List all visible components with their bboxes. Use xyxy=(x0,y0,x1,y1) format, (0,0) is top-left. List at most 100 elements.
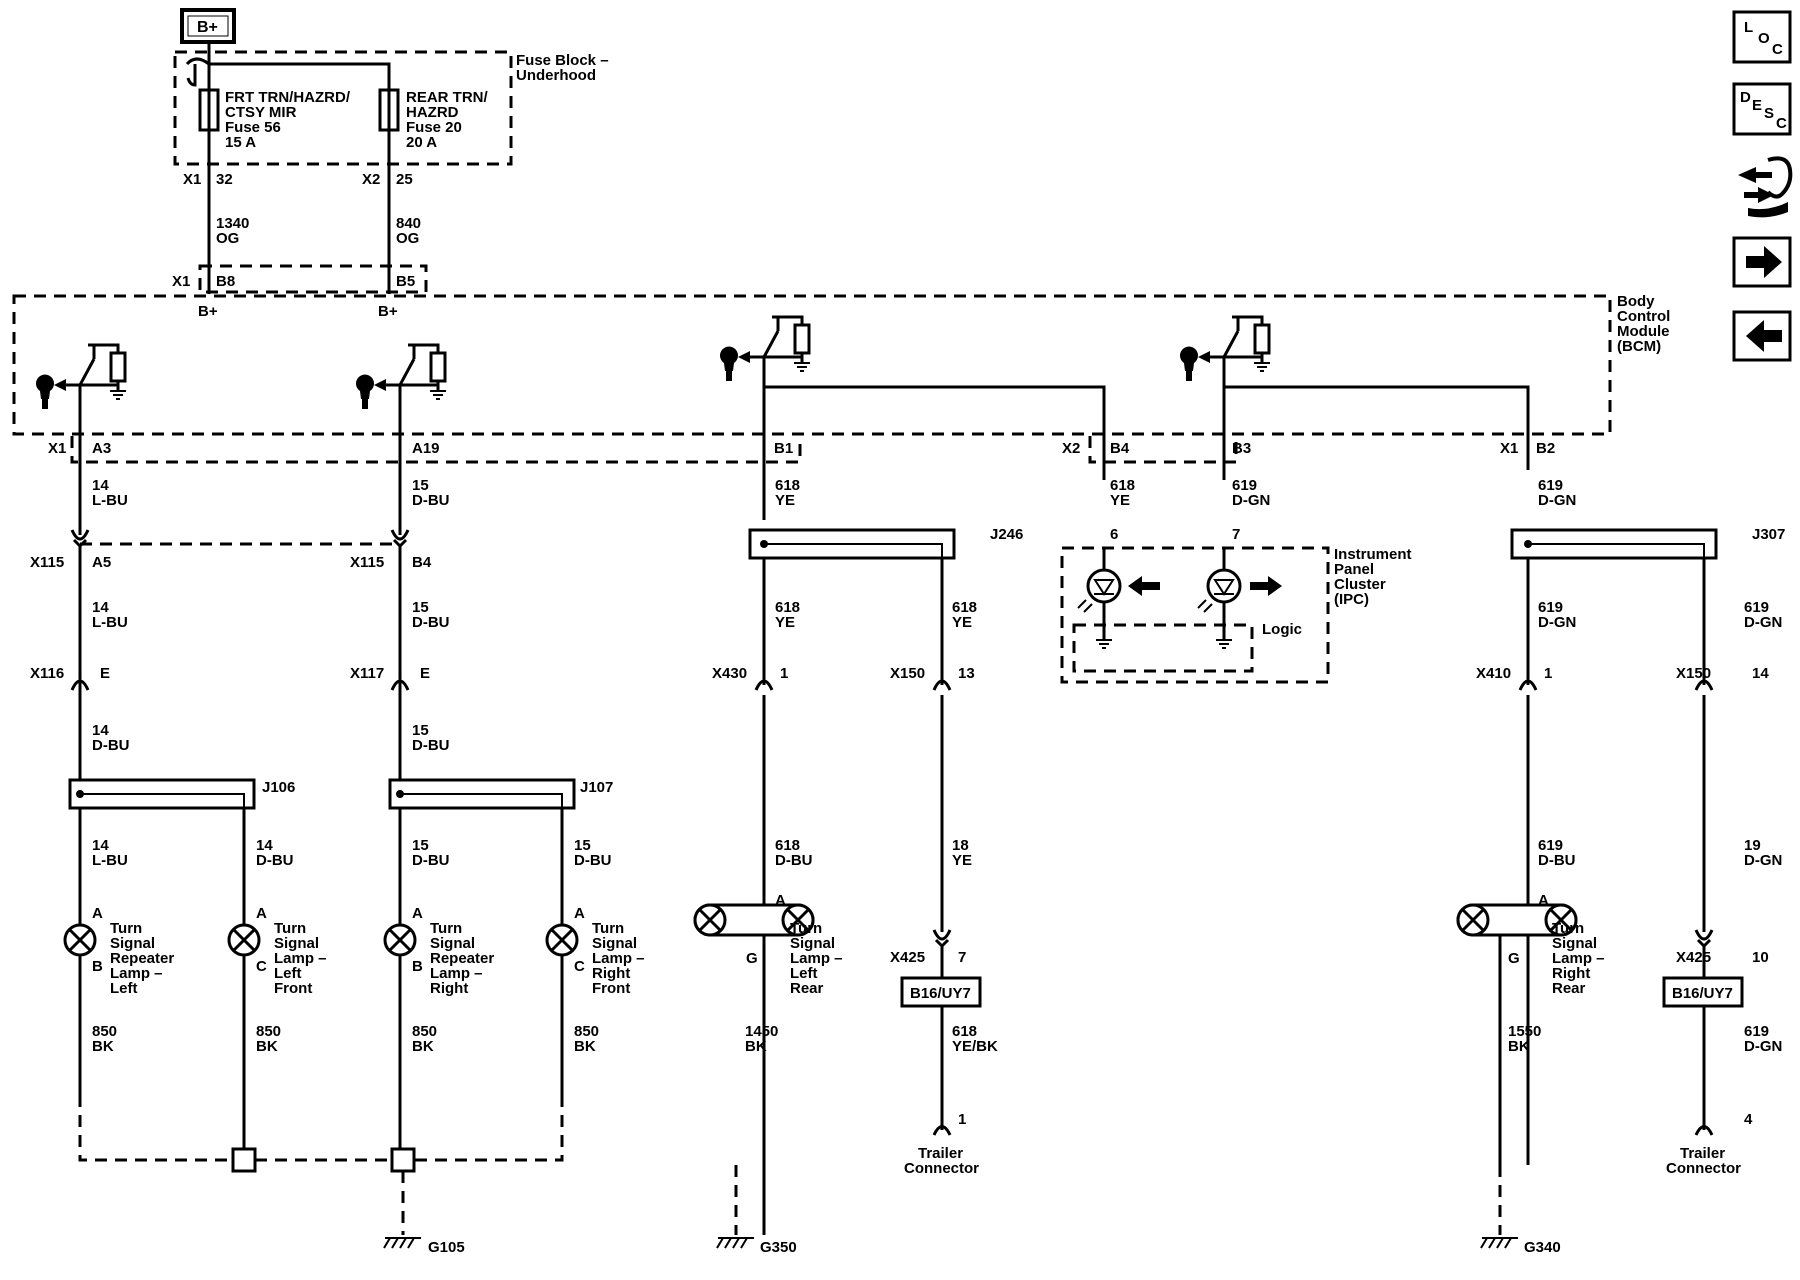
wire-label: 850 xyxy=(412,1023,437,1040)
bcm-conn-x1-right: X1 xyxy=(1500,440,1518,457)
connector-view-icon[interactable] xyxy=(1738,156,1793,218)
wire-label: D-GN xyxy=(1538,614,1576,631)
wire-label: 619 xyxy=(1744,599,1769,616)
loc-letter: O xyxy=(1758,30,1770,47)
pin-label: A xyxy=(1538,892,1549,909)
option-label: B16/UY7 xyxy=(910,985,971,1002)
previous-page-button[interactable] xyxy=(1732,310,1792,362)
lamp-cross xyxy=(68,928,92,952)
lamp-name: Repeater xyxy=(110,950,174,967)
description-button[interactable]: D E S C xyxy=(1732,82,1792,136)
wire-label: D-BU xyxy=(412,614,450,631)
splice-label: J107 xyxy=(580,779,613,796)
wire-label: 14 xyxy=(92,722,109,739)
bcm-driver-front-left xyxy=(34,343,128,415)
bcm-label-4: (BCM) xyxy=(1617,338,1661,355)
wire-label: 1450 xyxy=(745,1023,778,1040)
lamp-name: Right xyxy=(592,965,630,982)
wire-label: D-BU xyxy=(412,737,450,754)
led-right-indicator-icon xyxy=(1197,548,1282,640)
circuit-trailer-right: 619 D-GN X150 14 19 D-GN X425 10 B16/UY7… xyxy=(1662,558,1782,1177)
bcm-driver-front-right xyxy=(354,343,448,415)
bcm-pin-b4: B4 xyxy=(1110,440,1130,457)
wire-label: 14 xyxy=(92,477,109,494)
wire-label: 618 xyxy=(775,837,800,854)
fuse20-l4: 20 A xyxy=(406,134,437,151)
pin-label: 7 xyxy=(1232,526,1240,543)
ipc-label: (IPC) xyxy=(1334,591,1369,608)
circuit-front-left: 14 L-BU X115 A5 14 L-BU X116 E 14 D-BU J… xyxy=(30,477,295,1095)
wire-label: 618 xyxy=(952,599,977,616)
lamp-name: Signal xyxy=(430,935,475,952)
bcm-label-3: Module xyxy=(1617,323,1670,340)
pin-label: 6 xyxy=(1110,526,1118,543)
connector-label: X117 xyxy=(350,665,384,682)
wire-label: D-GN xyxy=(1232,492,1270,509)
pin-label: C xyxy=(256,958,267,975)
logic-label: Logic xyxy=(1262,621,1302,638)
pin-label: A xyxy=(92,905,103,922)
fuse56-l4: 15 A xyxy=(225,134,256,151)
wire-label: L-BU xyxy=(92,614,128,631)
battery-label: B+ xyxy=(197,19,218,36)
pin-label: A xyxy=(574,905,585,922)
fuse20-pin: 25 xyxy=(396,171,413,188)
loc-letter: L xyxy=(1744,19,1753,36)
connector-label: X425 xyxy=(1676,949,1711,966)
pin-label: A5 xyxy=(92,554,111,571)
wire-label: 618 xyxy=(775,477,800,494)
wire-label: 19 xyxy=(1744,837,1761,854)
pin-label: 10 xyxy=(1752,949,1769,966)
fuse56-l1: FRT TRN/HAZRD/ xyxy=(225,89,351,106)
lamp-name: Turn xyxy=(274,920,306,937)
pin-label: G xyxy=(746,950,758,967)
desc-letter: S xyxy=(1764,105,1774,122)
bcm-in-conn: X1 xyxy=(172,273,190,290)
lamp-name: Turn xyxy=(592,920,624,937)
circuit-left-rear: 618 YE J246 618 YE X430 1 618 D-BU A G T… xyxy=(693,477,1023,1256)
ipc-label: Instrument xyxy=(1334,546,1412,563)
next-page-button[interactable] xyxy=(1732,236,1792,288)
bcm-pin-a3: A3 xyxy=(92,440,111,457)
fuse20-l2: HAZRD xyxy=(406,104,459,121)
fuse56-l2: CTSY MIR xyxy=(225,104,297,121)
bplus-right: B+ xyxy=(378,303,398,320)
lamp-name: Signal xyxy=(1552,935,1597,952)
fuse20-l3: Fuse 20 xyxy=(406,119,462,136)
wire-label: BK xyxy=(92,1038,114,1055)
pin-label: E xyxy=(100,665,110,682)
wire-label: 618 xyxy=(952,1023,977,1040)
option-label: B16/UY7 xyxy=(1672,985,1733,1002)
wire-label: L-BU xyxy=(92,492,128,509)
connector-label: X115 xyxy=(350,554,384,571)
wire-label: 14 xyxy=(256,837,273,854)
wire-label: 15 xyxy=(412,599,429,616)
connector-label: X116 xyxy=(30,665,64,682)
circuit-right-rear: 619 D-GN J307 619 D-GN X410 1 619 D-BU A… xyxy=(1456,477,1785,1256)
bcm-pin-b1: B1 xyxy=(774,440,793,457)
wire-label: YE/BK xyxy=(952,1038,998,1055)
ipc-label: Cluster xyxy=(1334,576,1386,593)
wire-label: BK xyxy=(256,1038,278,1055)
lamp-name: Right xyxy=(1552,965,1590,982)
wire-label: YE xyxy=(952,852,972,869)
ground-label: G340 xyxy=(1524,1239,1561,1256)
lamp-name: Signal xyxy=(274,935,319,952)
lamp-name: Left xyxy=(274,965,302,982)
wire-label: D-BU xyxy=(256,852,294,869)
connector-label: X425 xyxy=(890,949,925,966)
lamp-name: Rear xyxy=(1552,980,1586,997)
connector-name: Trailer xyxy=(918,1145,963,1162)
pin-label: G xyxy=(1508,950,1520,967)
circuit-front-right: 15 D-BU X115 B4 15 D-BU X117 E 15 D-BU J… xyxy=(350,477,613,1095)
arrow-left-icon xyxy=(1746,320,1782,352)
wire-label: 14 xyxy=(92,837,109,854)
connector-label: X410 xyxy=(1476,665,1511,682)
bcm-pin-b2: B2 xyxy=(1536,440,1555,457)
wire-label: 619 xyxy=(1538,837,1563,854)
wire-label: 15 xyxy=(412,722,429,739)
location-button[interactable]: L O C xyxy=(1732,10,1792,64)
